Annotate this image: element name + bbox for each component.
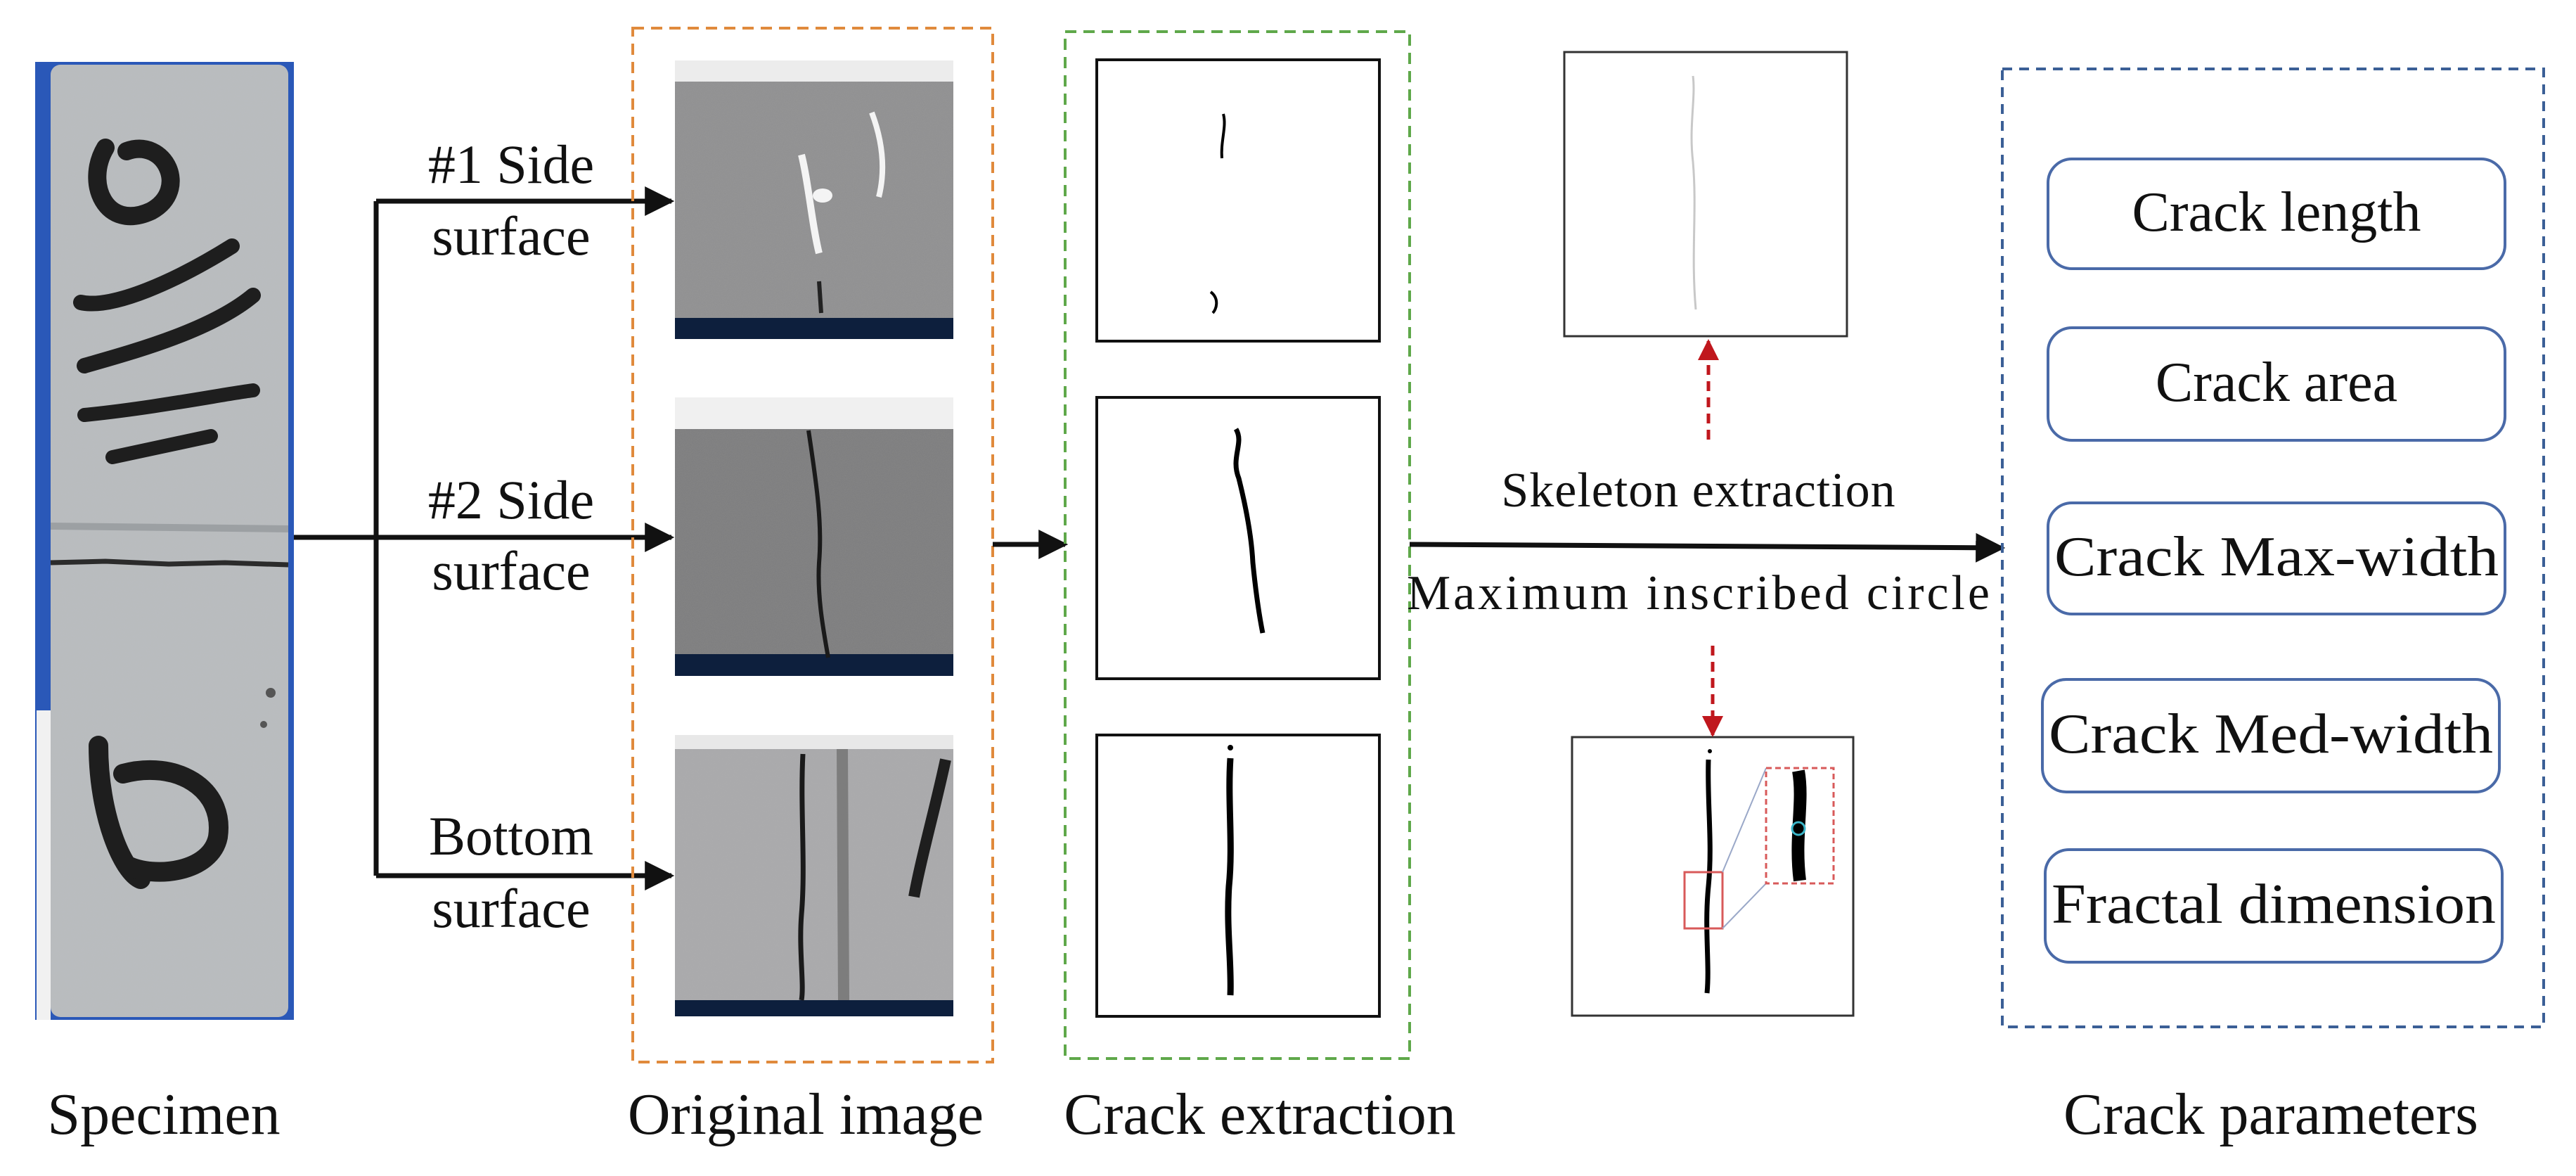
inscribed-circle-image: [1571, 736, 1855, 1017]
original-photo-1: [675, 60, 953, 339]
param-crack-length: Crack length: [2047, 158, 2506, 270]
surface-1-label-line1: #1 Side: [428, 134, 594, 195]
original-image-panel: [631, 27, 994, 1063]
surface-3-label-line1: Bottom: [429, 805, 593, 867]
extraction-binary-1: [1095, 58, 1381, 343]
arrow-to-crack-parameters: [1409, 532, 2006, 563]
specimen-photo: [35, 62, 294, 1020]
param-crack-area: Crack area: [2047, 326, 2506, 442]
caption-crack-extraction: Crack extraction: [1064, 1082, 1455, 1147]
maximum-inscribed-circle-label: Maximum inscribed circle: [1407, 566, 1990, 620]
param-crack-max-width-label: Crack Max-width: [2054, 526, 2499, 588]
original-photo-2-crack: [806, 430, 830, 658]
zoom-region-box: [1683, 871, 1724, 930]
param-crack-length-label: Crack length: [2132, 181, 2421, 243]
surface-1-label-line2: surface: [432, 205, 590, 267]
caption-original-image: Original image: [628, 1082, 984, 1147]
surface-3-label-line2: surface: [432, 878, 590, 939]
extraction-binary-2: [1095, 396, 1381, 680]
param-crack-med-width: Crack Med-width: [2041, 678, 2501, 793]
surface-2-label-line2: surface: [432, 540, 590, 601]
param-crack-max-width: Crack Max-width: [2047, 501, 2506, 615]
caption-crack-parameters: Crack parameters: [2063, 1082, 2478, 1147]
crack-extraction-panel: [1064, 30, 1411, 1060]
caption-specimen: Specimen: [47, 1082, 280, 1147]
param-crack-med-width-label: Crack Med-width: [2049, 703, 2493, 765]
specimen-branch-arrows: [294, 186, 675, 890]
param-crack-area-label: Crack area: [2156, 352, 2397, 414]
param-fractal-dimension-label: Fractal dimension: [2052, 874, 2496, 935]
original-photo-3-crack: [798, 753, 806, 1001]
original-photo-3: [675, 735, 953, 1016]
skeleton-extraction-label: Skeleton extraction: [1501, 464, 1895, 518]
specimen-handwriting: [73, 139, 261, 889]
original-photo-2: [675, 397, 953, 676]
skeleton-image: [1563, 51, 1848, 338]
inscribed-circle-marker: [1791, 821, 1806, 836]
crack-parameters-panel: [2001, 68, 2545, 1028]
specimen-crack-line: [50, 558, 289, 568]
param-fractal-dimension: Fractal dimension: [2044, 848, 2504, 964]
surface-2-label-line1: #2 Side: [428, 469, 594, 530]
extraction-binary-3: [1095, 734, 1381, 1018]
